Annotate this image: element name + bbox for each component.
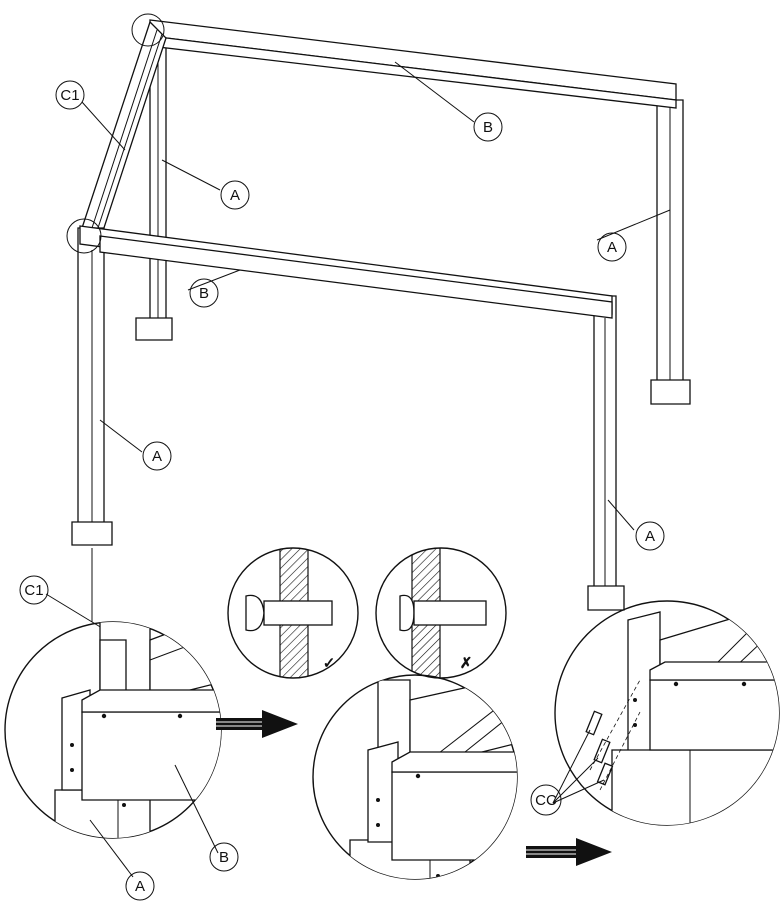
callout-c1-top: C1 <box>55 80 85 110</box>
corner-highlight-front <box>66 218 102 254</box>
svg-text:A: A <box>230 187 240 204</box>
corner-highlight-top <box>131 13 165 47</box>
callout-a-detail: A <box>125 871 155 901</box>
screw-2 <box>593 738 611 764</box>
pergola-frame <box>66 13 691 611</box>
callout-a-front-left: A <box>142 441 172 471</box>
callout-b-front: B <box>189 278 219 308</box>
svg-text:A: A <box>135 878 145 895</box>
callout-cc-detail: CC <box>530 784 562 816</box>
leader-lines <box>45 61 671 629</box>
svg-text:A: A <box>645 528 655 545</box>
svg-text:B: B <box>219 849 229 866</box>
screw-3 <box>596 762 614 786</box>
fastener-correct: ✓ <box>227 547 359 679</box>
svg-text:B: B <box>199 285 209 302</box>
fastener-incorrect: ✗ <box>375 547 507 679</box>
callout-a-back-left: A <box>220 180 250 210</box>
svg-text:C1: C1 <box>24 582 43 599</box>
post-back-right <box>650 99 691 405</box>
callout-a-front-right: A <box>635 521 665 551</box>
svg-text:A: A <box>607 239 617 256</box>
callout-b-back: B <box>473 112 503 142</box>
beam-front <box>79 225 613 319</box>
svg-text:✓: ✓ <box>323 655 336 672</box>
beam-side-c1 <box>81 20 167 242</box>
detail-circle-middle <box>312 674 518 880</box>
svg-text:B: B <box>483 119 493 136</box>
detail-circle-right <box>552 600 780 826</box>
step-arrow-2 <box>526 838 612 866</box>
detail-circle-left <box>4 621 222 878</box>
beam-back <box>149 19 677 109</box>
callout-b-detail: B <box>209 842 239 872</box>
post-front-left <box>71 227 113 546</box>
svg-text:✗: ✗ <box>460 655 473 672</box>
callout-a-back-right: A <box>597 232 627 262</box>
screw-1 <box>585 710 603 736</box>
svg-text:CC: CC <box>535 792 557 809</box>
svg-text:A: A <box>152 448 162 465</box>
callout-c1-detail: C1 <box>19 575 49 605</box>
post-front-right <box>587 295 625 611</box>
step-arrow-1 <box>216 710 298 738</box>
svg-text:C1: C1 <box>60 87 79 104</box>
